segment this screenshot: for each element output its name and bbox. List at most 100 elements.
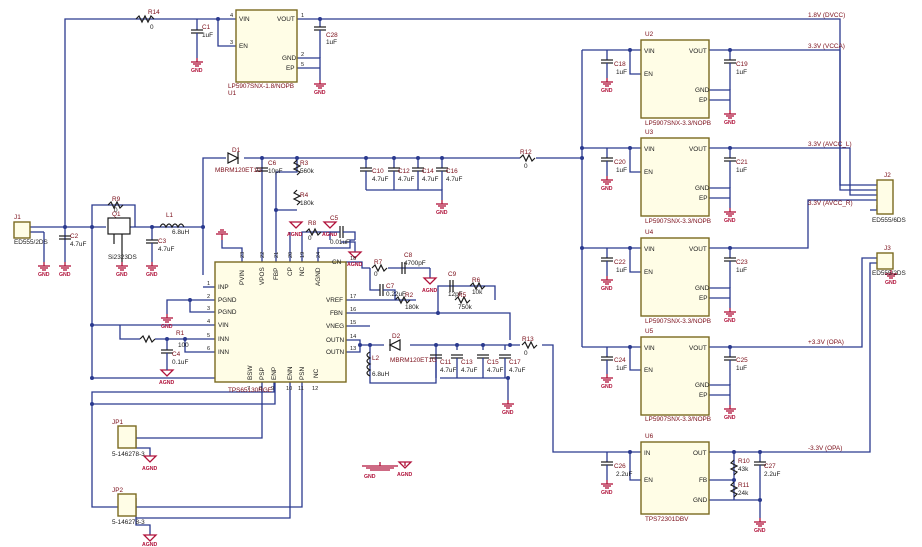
svg-text:GND: GND — [364, 474, 376, 480]
svg-text:GND: GND — [161, 324, 173, 330]
svg-text:180k: 180k — [405, 304, 420, 311]
svg-text:INN: INN — [218, 349, 229, 356]
resistor-r14 — [135, 14, 155, 24]
svg-text:J2: J2 — [884, 172, 891, 179]
svg-text:LP5907SNX-3.3/NOPB: LP5907SNX-3.3/NOPB — [645, 318, 711, 325]
ic-u5 — [640, 336, 710, 416]
capacitor-c11 — [430, 354, 442, 378]
svg-text:1uF: 1uF — [736, 167, 747, 174]
capacitor-c13 — [451, 354, 463, 378]
svg-text:VIN: VIN — [644, 146, 655, 153]
svg-text:MBRM120ET1G: MBRM120ET1G — [390, 357, 437, 364]
ground-symbol: GND — [59, 262, 71, 278]
svg-text:VIN: VIN — [218, 322, 229, 329]
svg-text:2.2uF: 2.2uF — [616, 471, 632, 478]
svg-text:2: 2 — [207, 294, 210, 300]
svg-text:11: 11 — [298, 386, 304, 392]
svg-text:6: 6 — [207, 346, 210, 352]
ground-symbols: GND GND GND GND GND GND GND GND GND GND … — [38, 58, 897, 547]
resistor-r9 — [107, 200, 124, 210]
svg-text:R12: R12 — [520, 149, 532, 156]
svg-text:VOUT: VOUT — [689, 345, 707, 352]
svg-text:C12: C12 — [398, 168, 410, 175]
svg-text:VOUT: VOUT — [689, 246, 707, 253]
svg-text:C15: C15 — [487, 359, 499, 366]
svg-text:24: 24 — [316, 252, 322, 258]
svg-text:0: 0 — [524, 350, 528, 357]
inductor-l2 — [366, 351, 372, 377]
capacitor-c1 — [191, 19, 203, 58]
agnd-symbol: AGND — [422, 277, 438, 294]
svg-text:6.8uH: 6.8uH — [172, 229, 189, 236]
svg-text:MBRM120ET1G: MBRM120ET1G — [215, 167, 262, 174]
svg-text:J3: J3 — [884, 245, 891, 252]
svg-text:ED555/6DS: ED555/6DS — [872, 217, 906, 224]
svg-text:ED555/2DS: ED555/2DS — [872, 270, 906, 277]
svg-text:5: 5 — [301, 62, 304, 68]
svg-text:VNEG: VNEG — [326, 323, 344, 330]
svg-text:2: 2 — [301, 52, 304, 58]
svg-text:U5: U5 — [645, 328, 654, 335]
svg-text:C21: C21 — [736, 159, 748, 166]
capacitor-c2 — [59, 235, 71, 240]
svg-text:Q1: Q1 — [112, 211, 121, 218]
svg-text:GND: GND — [436, 210, 448, 216]
svg-text:GND: GND — [695, 285, 710, 292]
capacitor-c9 — [449, 280, 454, 292]
svg-text:PSN: PSN — [299, 366, 306, 380]
svg-text:GND: GND — [59, 272, 71, 278]
svg-text:ENP: ENP — [271, 367, 278, 380]
svg-text:Si2323DS: Si2323DS — [108, 254, 137, 261]
svg-text:TPS72301DBV: TPS72301DBV — [645, 516, 689, 523]
svg-text:VIN: VIN — [644, 48, 655, 55]
resistor-r8 — [305, 227, 322, 237]
svg-text:VREF: VREF — [326, 297, 343, 304]
ground-symbol: GND — [601, 480, 613, 496]
svg-text:AGND: AGND — [322, 232, 338, 238]
svg-text:GND: GND — [754, 528, 766, 534]
svg-text:PGND: PGND — [218, 309, 237, 316]
svg-text:560k: 560k — [300, 168, 315, 175]
capacitor-c15 — [477, 354, 489, 378]
svg-text:750k: 750k — [458, 304, 473, 311]
connector-j2 — [876, 179, 894, 215]
svg-text:15: 15 — [350, 320, 356, 326]
diode-d2 — [388, 339, 401, 351]
svg-text:INP: INP — [218, 284, 229, 291]
ground-symbol: GND — [724, 308, 736, 324]
svg-text:JP2: JP2 — [112, 487, 123, 494]
svg-text:LP5907SNX-3.3/NOPB: LP5907SNX-3.3/NOPB — [645, 218, 711, 225]
ic-u1 — [235, 9, 298, 83]
svg-text:VOUT: VOUT — [689, 146, 707, 153]
svg-text:AGND: AGND — [397, 472, 413, 478]
capacitor-c8 — [401, 262, 406, 274]
ground-symbol: GND — [601, 176, 613, 192]
svg-text:7: 7 — [247, 386, 250, 392]
svg-text:L1: L1 — [166, 212, 174, 219]
agnd-symbol: AGND — [287, 221, 304, 238]
ground-symbol: GND — [724, 110, 736, 126]
svg-text:4.7uF: 4.7uF — [487, 367, 503, 374]
resistor-r7 — [371, 263, 388, 273]
svg-text:3: 3 — [207, 306, 210, 312]
capacitor-c5 — [330, 226, 356, 240]
svg-text:5-146278-3: 5-146278-3 — [112, 451, 145, 458]
svg-text:4.7uF: 4.7uF — [461, 367, 477, 374]
svg-text:GND: GND — [885, 280, 897, 286]
svg-text:AGND: AGND — [142, 466, 158, 472]
svg-text:GND: GND — [693, 497, 708, 504]
svg-text:U4: U4 — [645, 229, 654, 236]
svg-text:GND: GND — [146, 272, 158, 278]
svg-text:1uF: 1uF — [736, 69, 747, 76]
ground-symbol: GND — [38, 262, 50, 278]
svg-text:AGND: AGND — [142, 542, 158, 547]
svg-text:GND: GND — [695, 185, 710, 192]
svg-text:0.22uF: 0.22uF — [386, 291, 406, 298]
svg-text:C23: C23 — [736, 259, 748, 266]
agnd-symbol: AGND — [322, 221, 338, 238]
svg-text:GND: GND — [724, 415, 736, 421]
svg-text:10pF: 10pF — [268, 168, 283, 175]
svg-text:C4: C4 — [172, 351, 181, 358]
ground-symbol: GND — [601, 374, 613, 390]
svg-text:0: 0 — [114, 207, 118, 214]
